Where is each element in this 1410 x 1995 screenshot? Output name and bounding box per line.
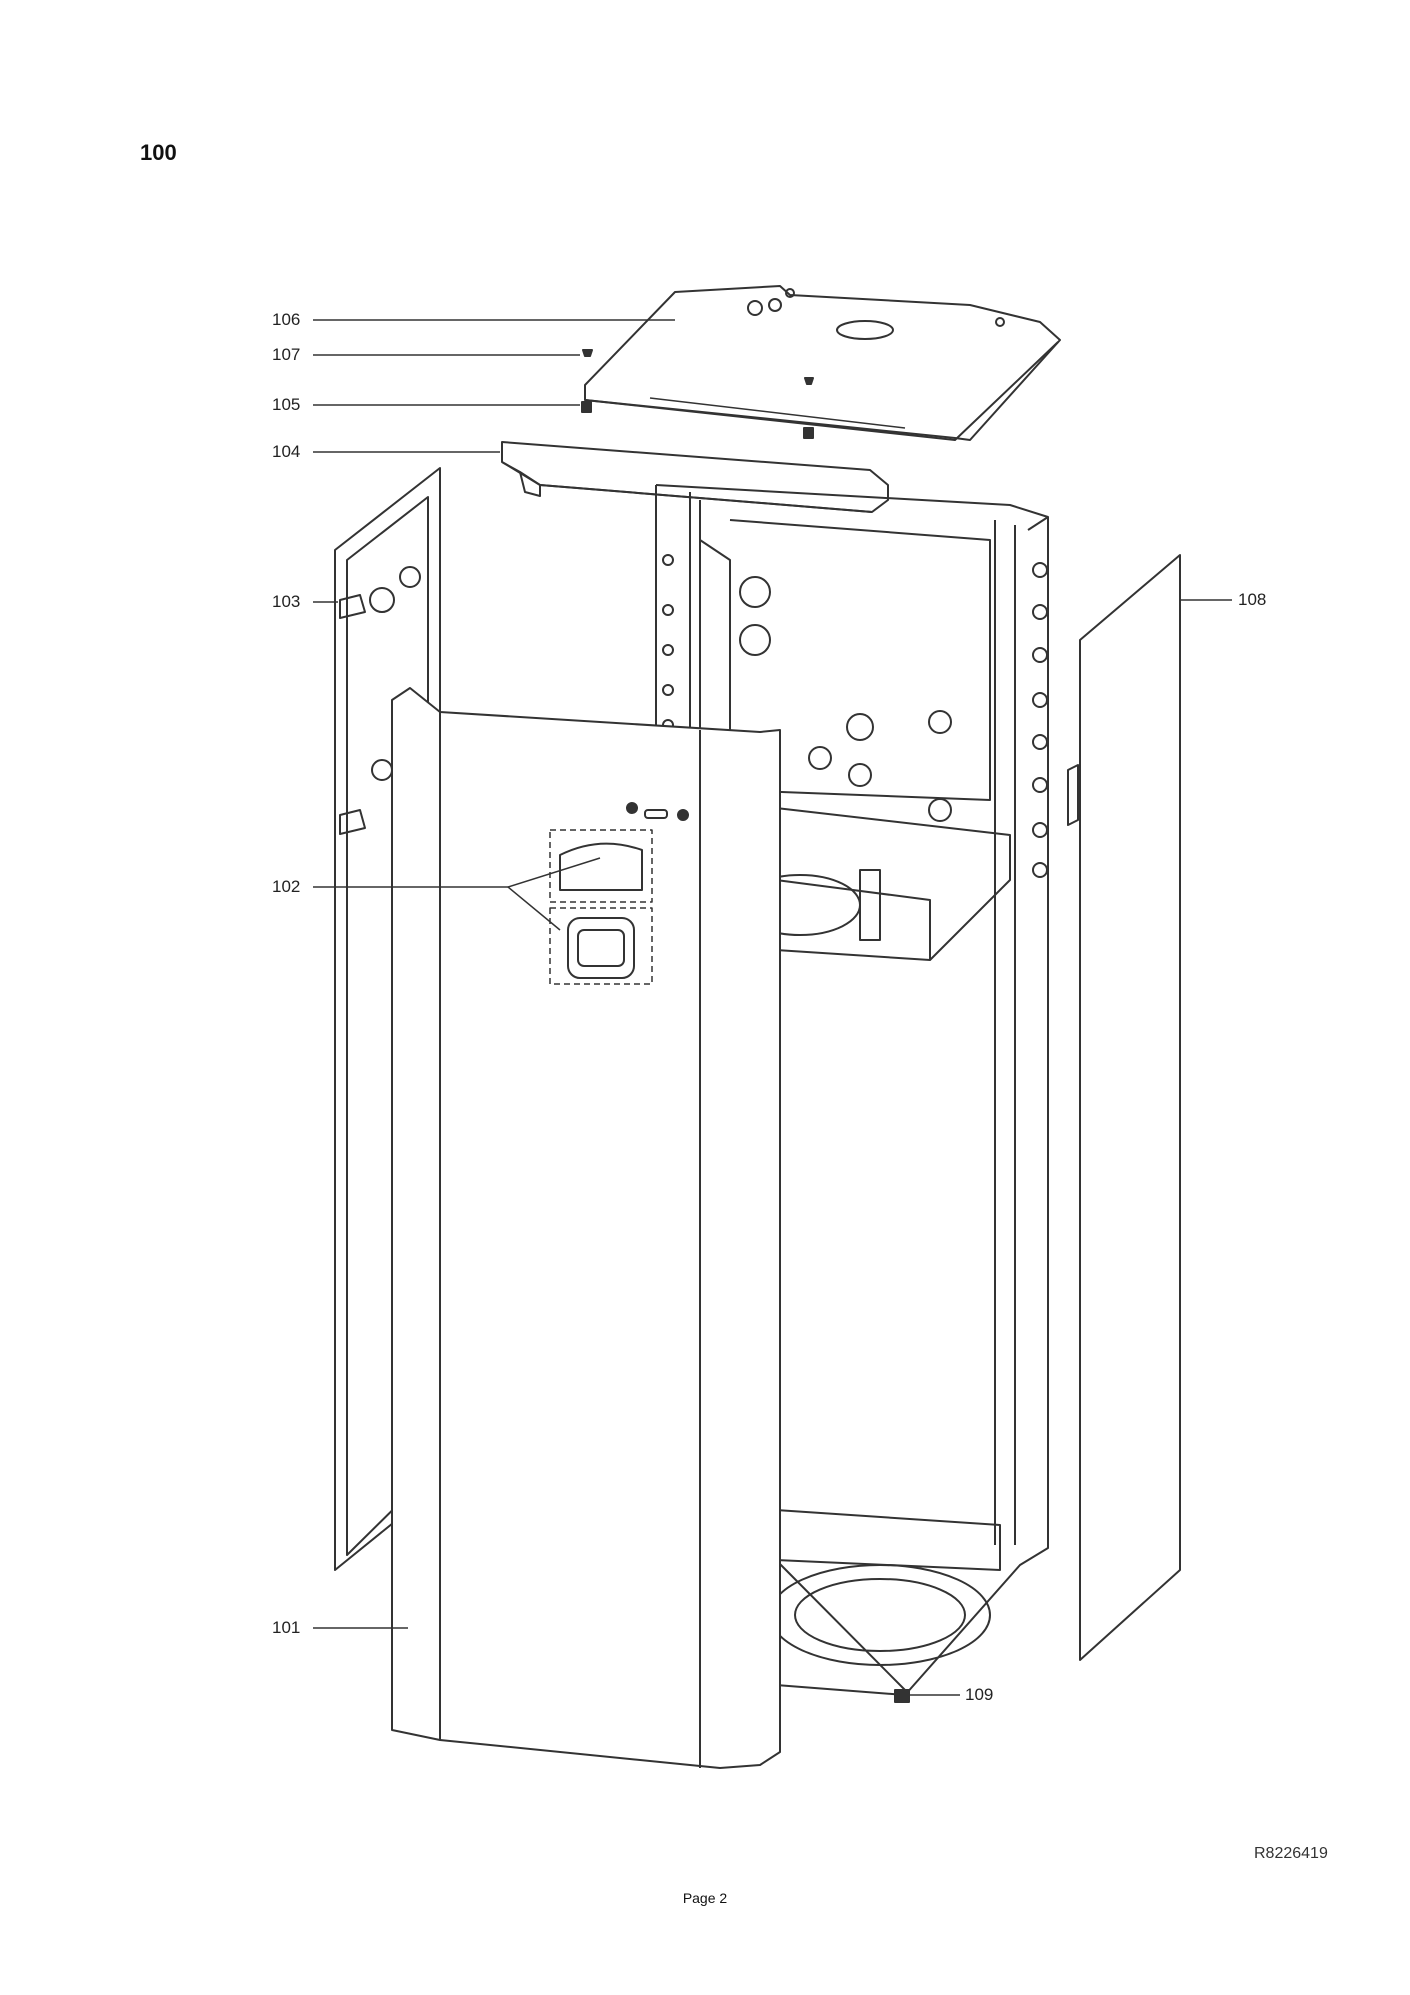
top-rail-104: [501, 441, 889, 513]
callout-105: 105: [272, 395, 301, 414]
callout-106: 106: [272, 310, 301, 329]
top-cover-106: [584, 285, 1061, 441]
callout-108: 108: [1238, 590, 1267, 609]
control-panel-102: [549, 829, 653, 985]
leader-lines: [313, 319, 1232, 1696]
screw-107: [582, 349, 814, 385]
callout-107: 107: [272, 345, 301, 364]
group-number: 100: [140, 140, 177, 165]
page-number: Page 2: [682, 1890, 728, 1906]
front-door-101: [391, 687, 781, 1769]
callout-104: 104: [272, 442, 301, 461]
right-side-panel-108: [1067, 554, 1181, 1661]
callout-101: 101: [272, 1618, 301, 1637]
callout-103: 103: [272, 592, 301, 611]
callout-109: 109: [965, 1685, 994, 1704]
nut-105: [581, 401, 814, 439]
callout-102: 102: [272, 877, 301, 896]
drawing-reference: R8226419: [1254, 1845, 1328, 1862]
frame-chassis: [655, 484, 1049, 1703]
